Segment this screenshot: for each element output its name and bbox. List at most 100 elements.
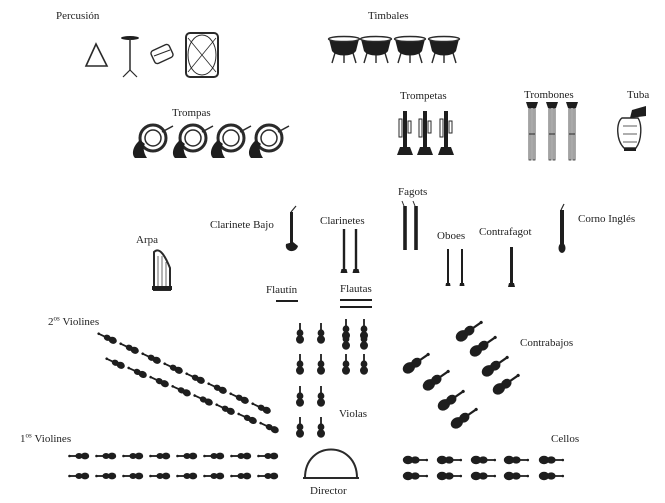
timpani-group	[327, 35, 461, 64]
piccolo-icon	[276, 300, 298, 302]
viola-icon	[360, 329, 368, 350]
viola-icon	[296, 354, 304, 375]
violin-icon	[149, 472, 171, 480]
violin-icon	[203, 472, 225, 480]
label-arpa: Arpa	[136, 234, 158, 246]
label-corno-ingles: Corno Inglés	[578, 213, 636, 225]
violin-icon	[192, 391, 214, 407]
cello-icon	[503, 455, 530, 465]
cello-icon	[402, 471, 429, 481]
double-bass-icon	[490, 370, 523, 397]
violin-icon	[203, 452, 225, 460]
viola-icon	[317, 386, 325, 407]
contrabass-group	[400, 317, 523, 431]
violin-icon	[257, 452, 279, 460]
trombone-icon	[545, 101, 559, 161]
trumpet-icon	[416, 110, 434, 156]
label-oboes: Oboes	[437, 230, 466, 242]
label-trompetas: Trompetas	[400, 90, 447, 102]
label-clarinetes: Clarinetes	[320, 215, 365, 227]
viola-icon	[296, 386, 304, 407]
violin-icon	[230, 472, 252, 480]
triangle-icon	[84, 42, 109, 67]
clarinet-group	[340, 229, 360, 273]
bassoon-icon	[412, 200, 419, 251]
timpani-icon	[427, 35, 461, 64]
viola-icon	[317, 417, 325, 438]
label-flautin: Flautín	[266, 284, 298, 296]
clarinet-icon	[352, 229, 360, 273]
clarinet-icon	[340, 229, 348, 273]
double-bass-icon	[400, 349, 433, 376]
violin-icon	[236, 410, 258, 426]
cello-group	[402, 455, 565, 481]
trumpet-icon	[396, 110, 414, 156]
cello-icon	[402, 455, 429, 465]
bassoon-icon	[401, 200, 408, 251]
contrabassoon-icon	[508, 247, 515, 287]
label-contrabajos: Contrabajos	[520, 337, 574, 349]
bassoon-group	[401, 200, 419, 251]
label-cellos: Cellos	[551, 433, 580, 445]
bass-drum-icon	[185, 32, 219, 78]
violin-icon	[184, 370, 206, 386]
violin-icon	[170, 382, 192, 398]
double-bass-icon	[420, 366, 453, 393]
tuba-icon	[617, 106, 646, 151]
double-bass-icon	[448, 404, 481, 431]
trombone-icon	[565, 101, 579, 161]
label-violas: Violas	[339, 408, 368, 420]
trombone-group	[525, 101, 579, 161]
viola-icon	[317, 354, 325, 375]
violin-icon	[148, 373, 170, 389]
label-flautas: Flautas	[340, 283, 372, 295]
oboe-group	[445, 249, 465, 286]
flute-group	[340, 299, 372, 308]
viola-icon	[317, 323, 325, 344]
violin-icon	[176, 452, 198, 460]
horn-group	[131, 123, 291, 160]
label-fagots: Fagots	[398, 186, 428, 198]
violin-icon	[176, 472, 198, 480]
trumpet-icon	[437, 110, 455, 156]
label-director: Director	[310, 485, 347, 497]
violin-icon	[250, 400, 272, 416]
viola-icon	[342, 329, 350, 350]
double-bass-icon	[479, 352, 512, 379]
violin-icon	[206, 380, 228, 396]
oboe-icon	[445, 249, 451, 286]
snare-drum-icon	[150, 43, 174, 65]
violin-icon	[149, 452, 171, 460]
violin-icon	[95, 452, 117, 460]
double-bass-icon	[435, 386, 468, 413]
label-timbales: Timbales	[368, 10, 409, 22]
violin-icon	[214, 401, 236, 417]
violin-icon	[96, 330, 118, 346]
violin-icon	[118, 340, 140, 356]
cymbal-stand-icon	[121, 36, 139, 78]
violin-icon	[230, 452, 252, 460]
french-horn-icon	[131, 123, 175, 160]
french-horn-icon	[171, 123, 215, 160]
french-horn-icon	[209, 123, 253, 160]
trombone-icon	[525, 101, 539, 161]
label-trompas: Trompas	[172, 107, 211, 119]
double-bass-icon	[453, 317, 486, 344]
cello-icon	[538, 455, 565, 465]
timpani-icon	[359, 35, 393, 64]
violin-icon	[122, 452, 144, 460]
label-trombones: Trombones	[524, 89, 574, 101]
viola-icon	[296, 323, 304, 344]
violin-icon	[162, 360, 184, 376]
label-contrafagot: Contrafagot	[479, 226, 532, 238]
timpani-icon	[327, 35, 361, 64]
violin-icon	[140, 350, 162, 366]
violin-icon	[257, 472, 279, 480]
harp-icon	[152, 249, 172, 291]
flute-icon	[340, 306, 372, 308]
second-violins-group	[96, 330, 280, 435]
cor-anglais-icon	[558, 203, 566, 253]
label-clarinete-bajo: Clarinete Bajo	[210, 219, 274, 231]
